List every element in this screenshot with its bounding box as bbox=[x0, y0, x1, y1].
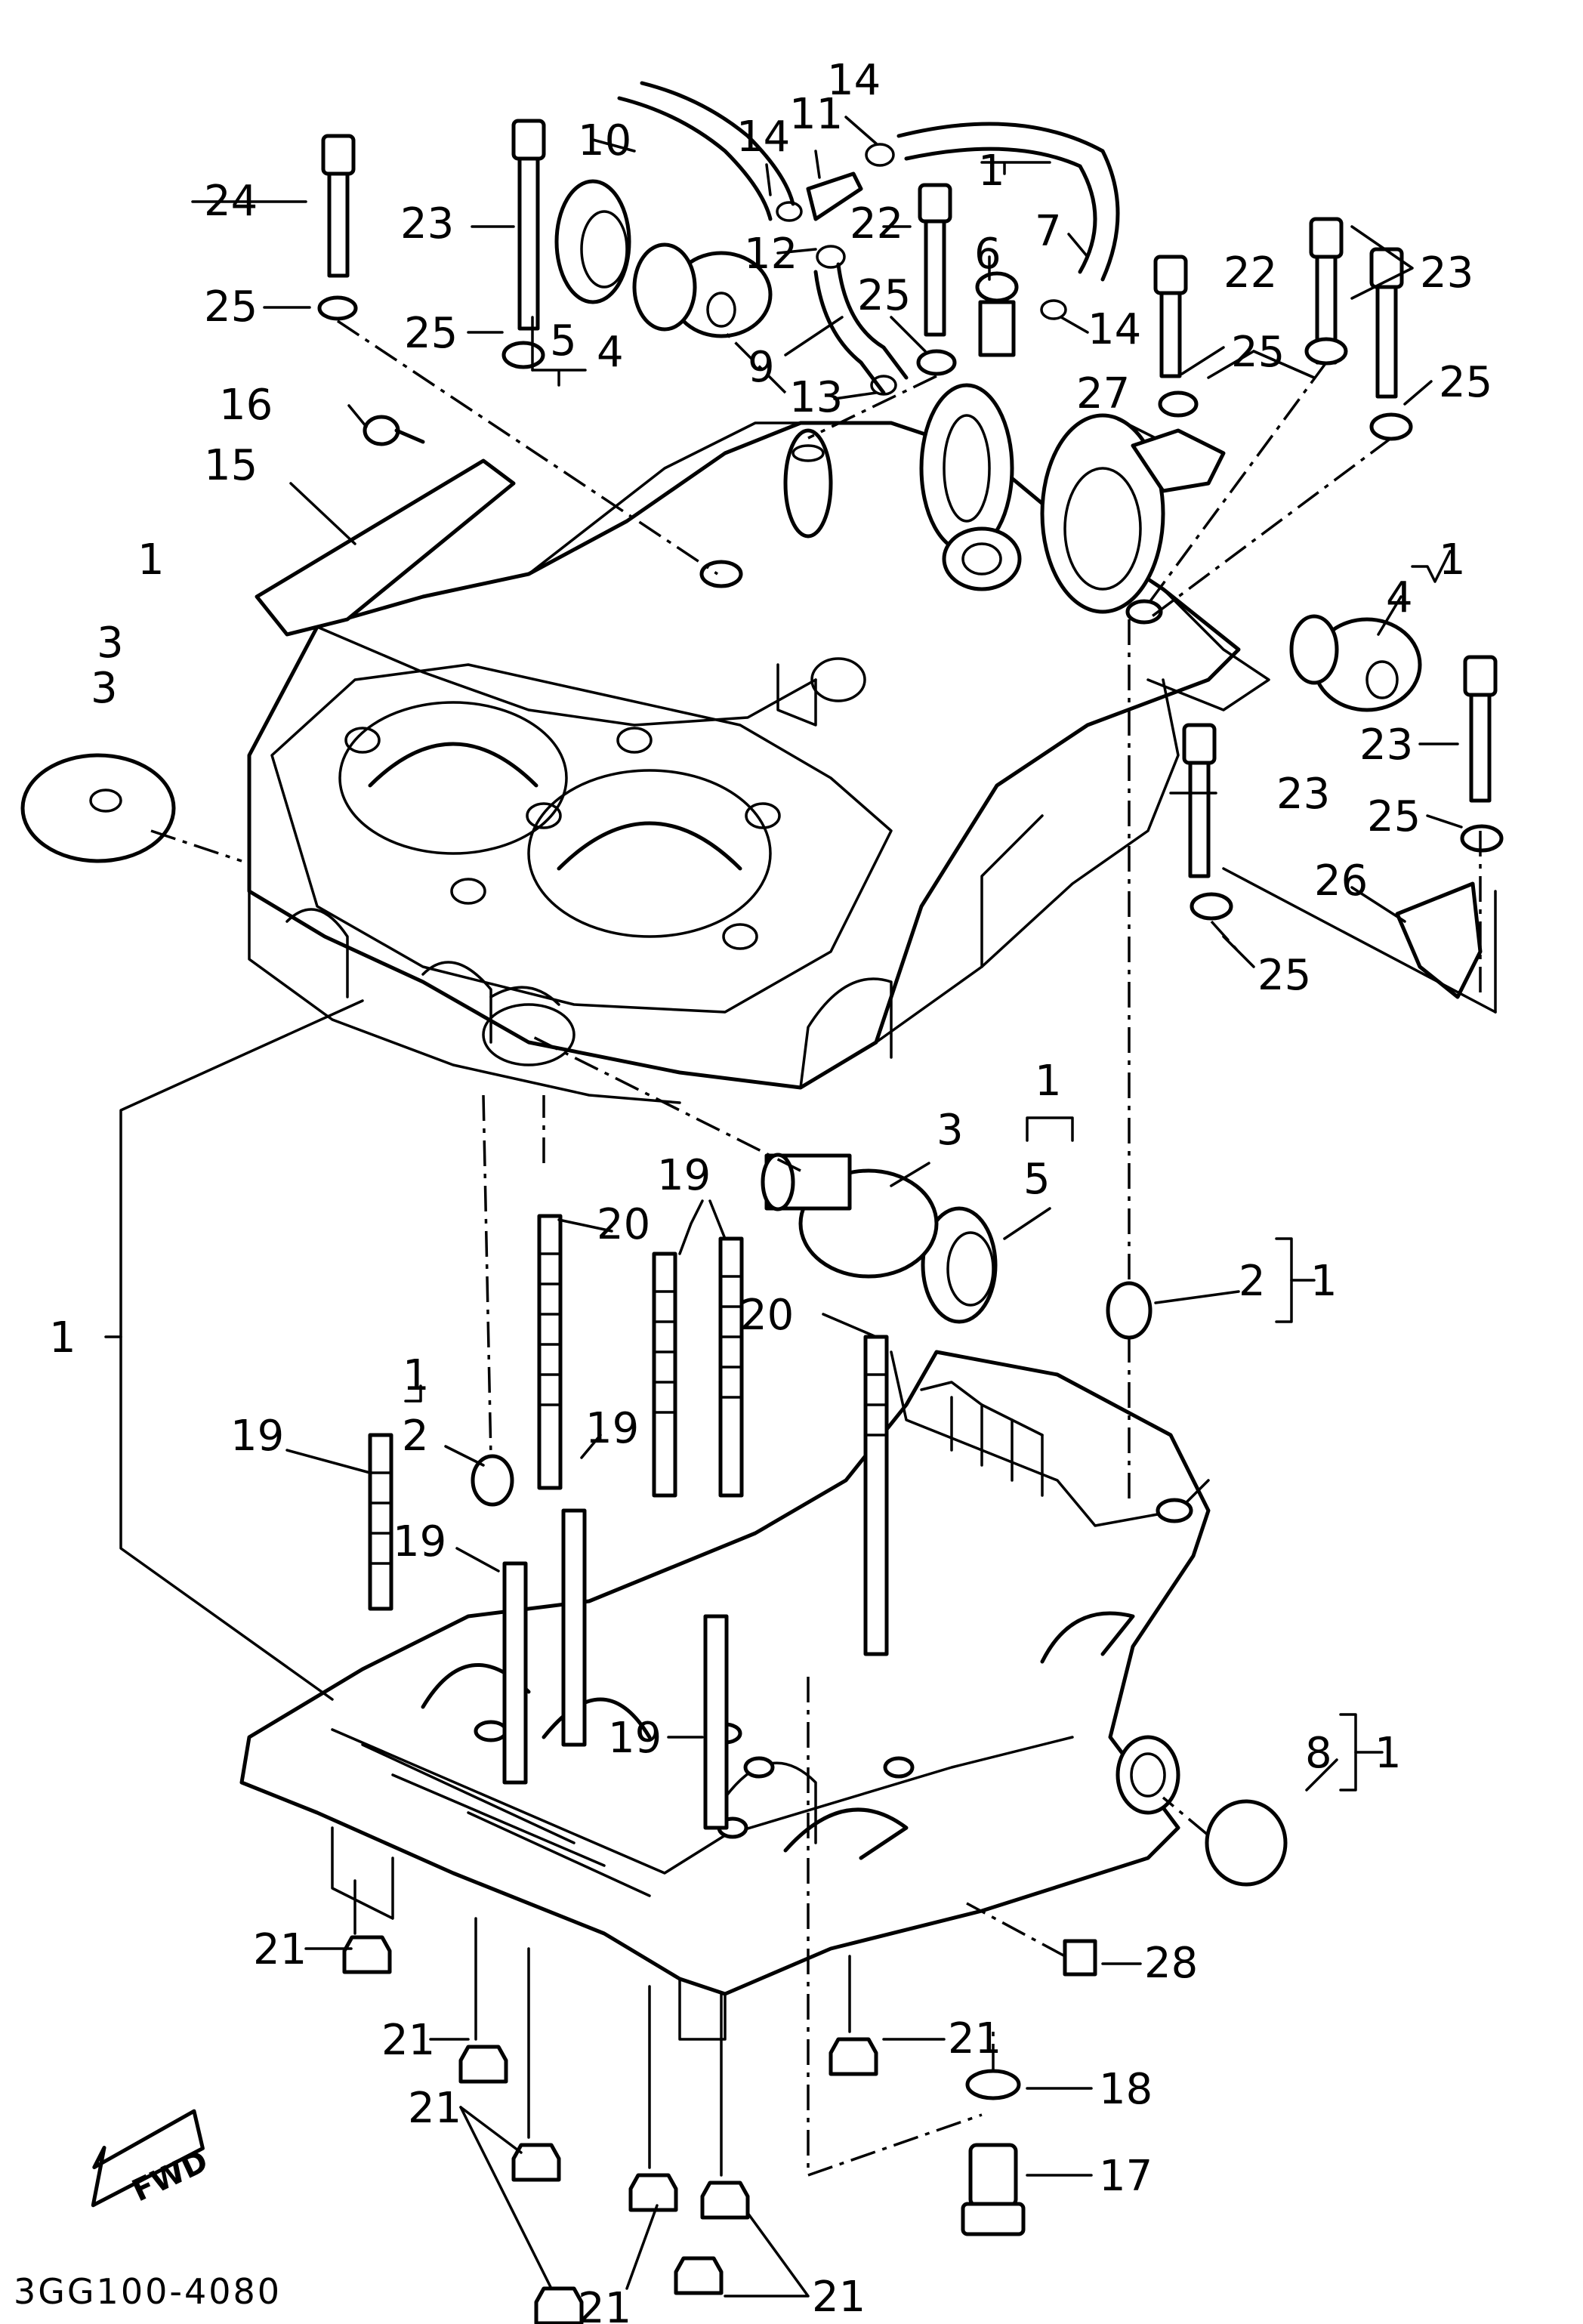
callout-15: 15 bbox=[204, 441, 258, 490]
callout-17: 17 bbox=[1099, 2152, 1153, 2201]
callout-1: 1 bbox=[137, 535, 165, 585]
callout-14: 14 bbox=[1088, 305, 1141, 354]
callout-5: 5 bbox=[550, 316, 577, 366]
callout-23: 23 bbox=[1420, 248, 1473, 298]
callout-18: 18 bbox=[1099, 2065, 1153, 2114]
callout-19: 19 bbox=[393, 1517, 446, 1566]
callout-19: 19 bbox=[585, 1404, 639, 1453]
callout-23: 23 bbox=[400, 199, 454, 248]
callout-25: 25 bbox=[204, 282, 258, 332]
callout-21: 21 bbox=[381, 2016, 435, 2065]
callout-20: 20 bbox=[597, 1200, 650, 1249]
callout-23: 23 bbox=[1276, 770, 1330, 819]
callout-3: 3 bbox=[937, 1106, 964, 1155]
callout-14: 14 bbox=[827, 56, 881, 105]
callout-22: 22 bbox=[1224, 248, 1277, 298]
callout-3: 3 bbox=[97, 619, 124, 668]
callout-16: 16 bbox=[219, 381, 273, 430]
callout-21: 21 bbox=[812, 2273, 866, 2322]
fwd-arrow-icon: FWD bbox=[91, 2109, 213, 2208]
callout-21: 21 bbox=[253, 1925, 307, 1974]
callout-25: 25 bbox=[1367, 792, 1421, 841]
leader-lines bbox=[104, 116, 1497, 2298]
small-parts bbox=[20, 81, 1504, 2324]
callout-4: 4 bbox=[1386, 573, 1413, 622]
callout-24: 24 bbox=[204, 177, 258, 226]
callout-1: 1 bbox=[1310, 1257, 1338, 1306]
callout-10: 10 bbox=[578, 116, 631, 165]
callout-19: 19 bbox=[230, 1412, 284, 1461]
callout-7: 7 bbox=[1035, 207, 1062, 256]
callout-27: 27 bbox=[1076, 369, 1130, 418]
callout-1: 1 bbox=[49, 1313, 76, 1363]
callout-22: 22 bbox=[850, 199, 903, 248]
callout-21: 21 bbox=[408, 2084, 461, 2133]
callout-25: 25 bbox=[1439, 358, 1492, 407]
callout-labels: 1 3 3 16 15 24 25 23 25 5 4 10 14 11 14 … bbox=[49, 56, 1492, 2324]
callout-9: 9 bbox=[748, 343, 775, 392]
callout-19: 19 bbox=[657, 1151, 711, 1200]
callout-19: 19 bbox=[608, 1714, 662, 1763]
callout-11: 11 bbox=[789, 90, 843, 139]
callout-3: 3 bbox=[91, 664, 118, 713]
callout-1: 1 bbox=[1439, 535, 1466, 585]
callout-25: 25 bbox=[404, 309, 458, 358]
studs bbox=[368, 1214, 889, 1830]
callout-21: 21 bbox=[948, 2014, 1001, 2063]
callout-4: 4 bbox=[597, 328, 624, 377]
callout-1: 1 bbox=[1375, 1729, 1402, 1778]
callout-20: 20 bbox=[740, 1291, 794, 1340]
callout-26: 26 bbox=[1314, 856, 1368, 906]
callout-21: 21 bbox=[578, 2284, 631, 2324]
callout-12: 12 bbox=[744, 230, 798, 279]
callout-25: 25 bbox=[1231, 328, 1285, 377]
callout-8: 8 bbox=[1305, 1729, 1332, 1778]
callout-28: 28 bbox=[1144, 1939, 1198, 1988]
callout-13: 13 bbox=[789, 373, 843, 422]
callout-25: 25 bbox=[857, 271, 911, 320]
callout-1: 1 bbox=[403, 1351, 430, 1400]
callout-2: 2 bbox=[1239, 1257, 1266, 1306]
diagram-code: 3GG100-4080 bbox=[14, 2271, 282, 2312]
callout-1: 1 bbox=[1035, 1057, 1062, 1106]
callout-14: 14 bbox=[736, 113, 790, 162]
alignment-lines bbox=[150, 319, 1482, 2177]
callout-5: 5 bbox=[1023, 1155, 1051, 1204]
callout-25: 25 bbox=[1257, 951, 1311, 1000]
callout-6: 6 bbox=[974, 230, 1001, 279]
callout-23: 23 bbox=[1359, 721, 1413, 770]
callout-1: 1 bbox=[978, 147, 1005, 196]
callout-2: 2 bbox=[402, 1412, 429, 1461]
upper-crankcase bbox=[247, 383, 1270, 1104]
